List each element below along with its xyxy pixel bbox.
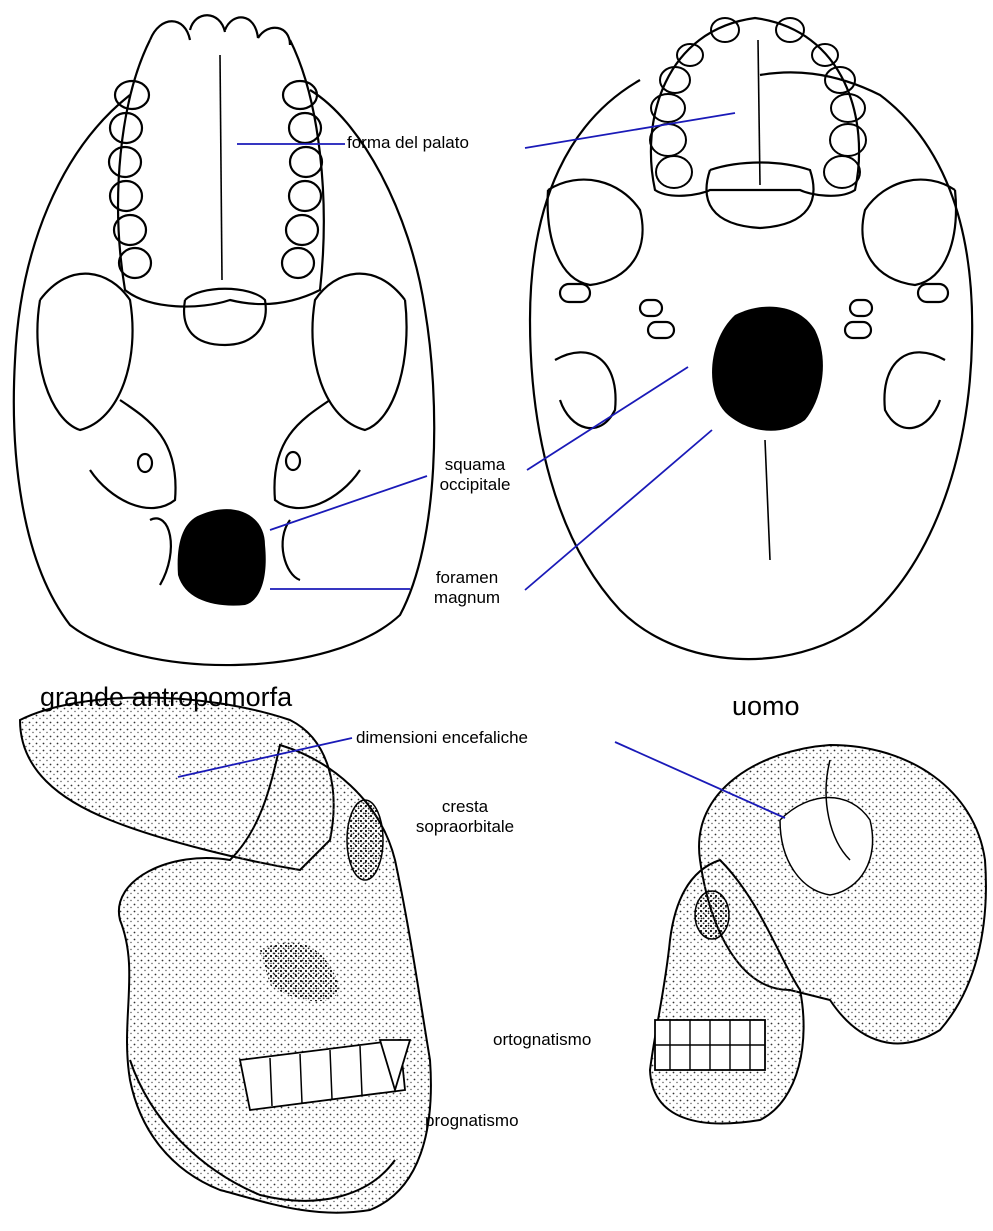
label-occipital-line1: squama [430,455,520,475]
title-ape: grande antropomorfa [40,681,292,713]
human-foramen-magnum [712,307,823,431]
ape-midline [220,55,222,280]
label-occipital: squama occipitale [430,455,520,495]
label-foramen-line1: foramen [412,568,522,588]
ape-right-teeth [282,81,322,278]
title-human: uomo [732,690,800,722]
label-orthognathism: ortognatismo [493,1030,591,1050]
label-brain-size: dimensioni encefaliche [356,728,528,748]
human-right-mastoid [884,352,945,428]
label-foramen-line2: magnum [412,588,522,608]
ape-skull-side-view [20,698,431,1213]
label-occipital-line2: occipitale [430,475,520,495]
ape-incisors [150,15,290,45]
ape-foramen-magnum [178,509,266,605]
label-prognathism: prognatismo [425,1111,519,1131]
ape-left-teeth [109,81,151,278]
ape-pterygoid [184,289,266,345]
human-right-zygomatic [862,180,955,285]
label-brow-line1: cresta [390,797,540,817]
ape-left-zygomatic [37,274,132,430]
label-brow-ridge: cresta sopraorbitale [390,797,540,837]
human-skull-side-view [650,745,986,1123]
ape-right-zygomatic [312,274,406,430]
label-foramen: foramen magnum [412,568,522,608]
human-left-mastoid [555,352,616,428]
label-brow-line2: sopraorbitale [390,817,540,837]
leader-palate-human [525,113,735,148]
label-palate: forma del palato [347,133,469,153]
leader-occipital-human [527,367,688,470]
human-left-zygomatic [548,180,643,285]
human-lower-midline [765,440,770,560]
